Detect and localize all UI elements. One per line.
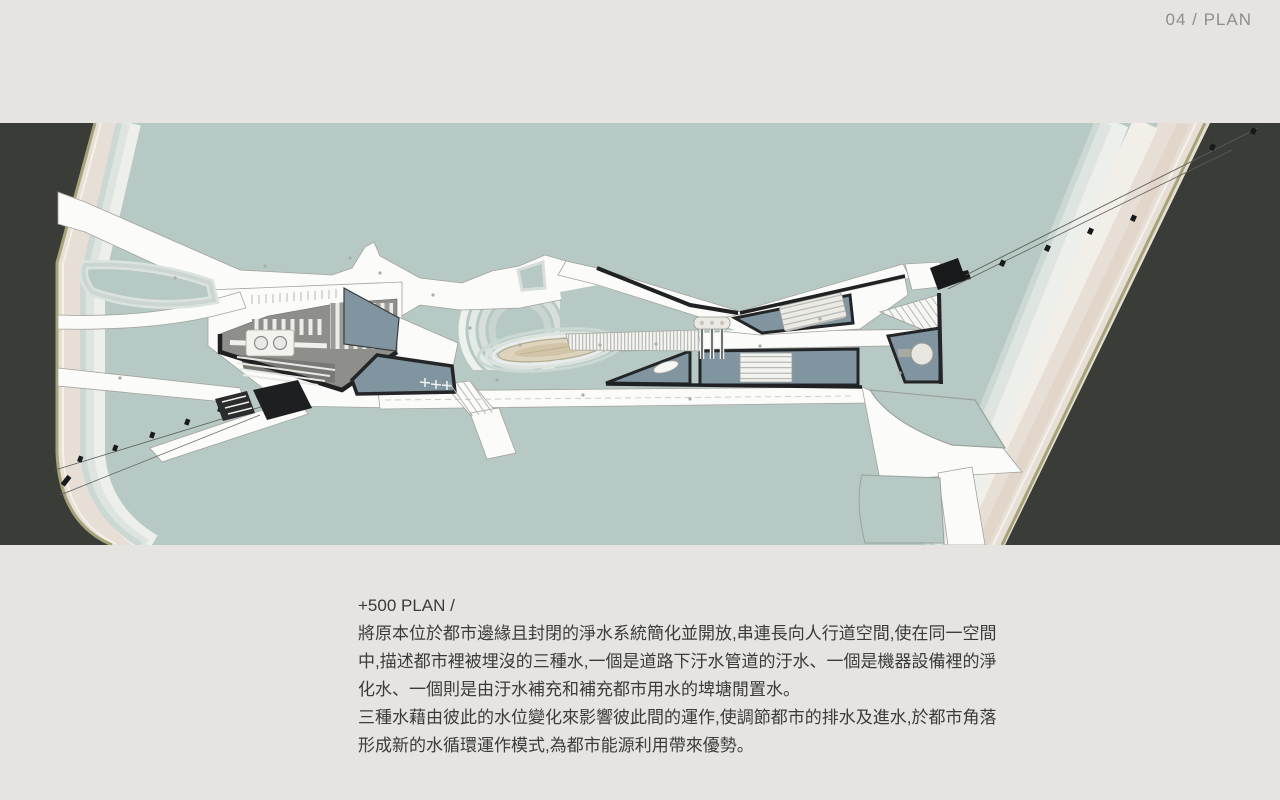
- ne-pier: [930, 127, 1259, 290]
- sw-pier: [54, 380, 312, 496]
- shore-strip-path: [937, 466, 986, 545]
- clarifier-tank: [910, 342, 934, 366]
- description-line: 化水、一個則是由汙水補充和補充都市用水的埤塘閒置水。: [358, 680, 800, 699]
- plan-details: [118, 256, 902, 416]
- boardwalk: [565, 329, 702, 352]
- tank-1: [253, 335, 269, 351]
- project-description: +500 PLAN / 將原本位於都市邊緣且封閉的淨水系統簡化並開放,串連長向人…: [358, 592, 998, 760]
- tank-2: [272, 335, 288, 351]
- shore-olive-line-right: [1000, 123, 1207, 545]
- water-basins: [343, 286, 943, 396]
- description-line: 將原本位於都市邊緣且封閉的淨水系統簡化並開放,串連長向人行道空間,使在同一空間: [358, 624, 997, 643]
- dark-edges: [596, 266, 906, 389]
- deck-ticks: [251, 289, 337, 304]
- striped-ramp: [215, 391, 255, 421]
- mid-shore-path: [57, 291, 247, 330]
- pier-bollards: [998, 127, 1257, 267]
- description-line: 形成新的水循環運作模式,為都市能源利用帶來優勢。: [358, 736, 754, 755]
- hall-pipes: [236, 356, 336, 386]
- pier-black-cap: [930, 258, 966, 290]
- description-line: 三種水藉由彼此的水位變化來影響彼此間的運作,使調節都市的排水及進水,於都市角落: [358, 708, 997, 727]
- page-number-label: 04 / PLAN: [1165, 10, 1252, 29]
- black-ramp: [253, 380, 312, 420]
- water-pockets: [79, 259, 1007, 544]
- pipe-gantry: [693, 316, 731, 359]
- description-title: +500 PLAN /: [358, 596, 455, 615]
- description-line: 中,描述都市裡被埋沒的三種水,一個是道路下汙水管道的汙水、一個是機器設備裡的淨: [358, 652, 997, 671]
- basin-triangle: [343, 286, 400, 352]
- site-plan-panel: [0, 123, 1280, 545]
- site-plan-drawing: [0, 123, 1280, 545]
- boat-shape: [653, 360, 679, 374]
- basin-central: [349, 353, 457, 396]
- survey-dots: [118, 256, 902, 401]
- shore-olive-line-left: [55, 123, 113, 545]
